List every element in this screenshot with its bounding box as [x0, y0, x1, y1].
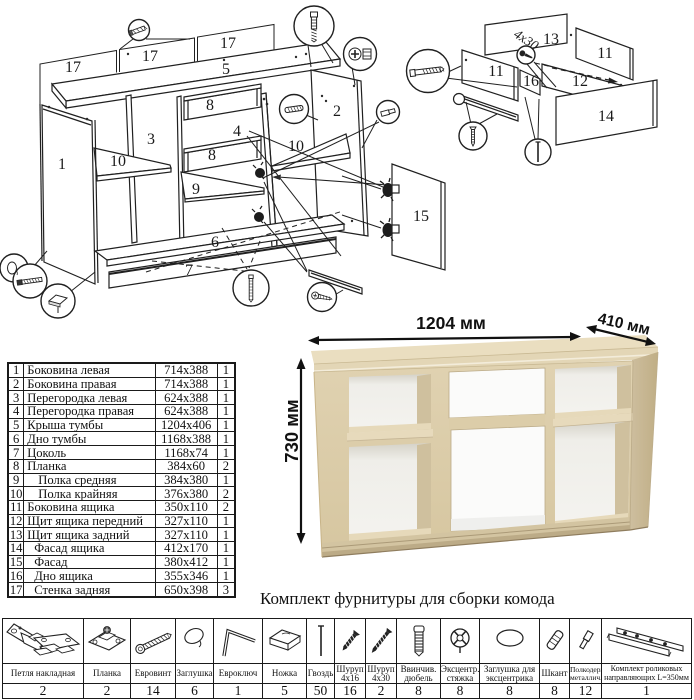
svg-text:15: 15 — [413, 208, 429, 225]
svg-text:9: 9 — [192, 181, 200, 198]
svg-text:11: 11 — [488, 63, 503, 80]
svg-text:2: 2 — [333, 103, 341, 120]
svg-text:7: 7 — [185, 262, 193, 279]
svg-text:4: 4 — [233, 123, 241, 140]
svg-text:8: 8 — [208, 147, 216, 164]
svg-text:17: 17 — [220, 35, 236, 52]
svg-text:6: 6 — [211, 234, 219, 251]
svg-text:1204 мм: 1204 мм — [416, 313, 486, 333]
svg-text:14: 14 — [598, 108, 614, 125]
svg-text:1: 1 — [58, 156, 66, 173]
svg-text:12: 12 — [572, 73, 588, 90]
svg-text:17: 17 — [65, 59, 81, 76]
svg-text:730 мм: 730 мм — [281, 399, 302, 462]
svg-text:13: 13 — [543, 31, 559, 48]
svg-text:8: 8 — [206, 97, 214, 114]
svg-text:5: 5 — [222, 61, 230, 78]
svg-text:10: 10 — [288, 138, 304, 155]
svg-text:11: 11 — [597, 45, 612, 62]
svg-text:410 мм: 410 мм — [596, 310, 652, 339]
svg-text:16: 16 — [523, 73, 539, 90]
svg-text:3: 3 — [147, 131, 155, 148]
svg-text:10: 10 — [110, 153, 126, 170]
svg-text:17: 17 — [142, 48, 158, 65]
